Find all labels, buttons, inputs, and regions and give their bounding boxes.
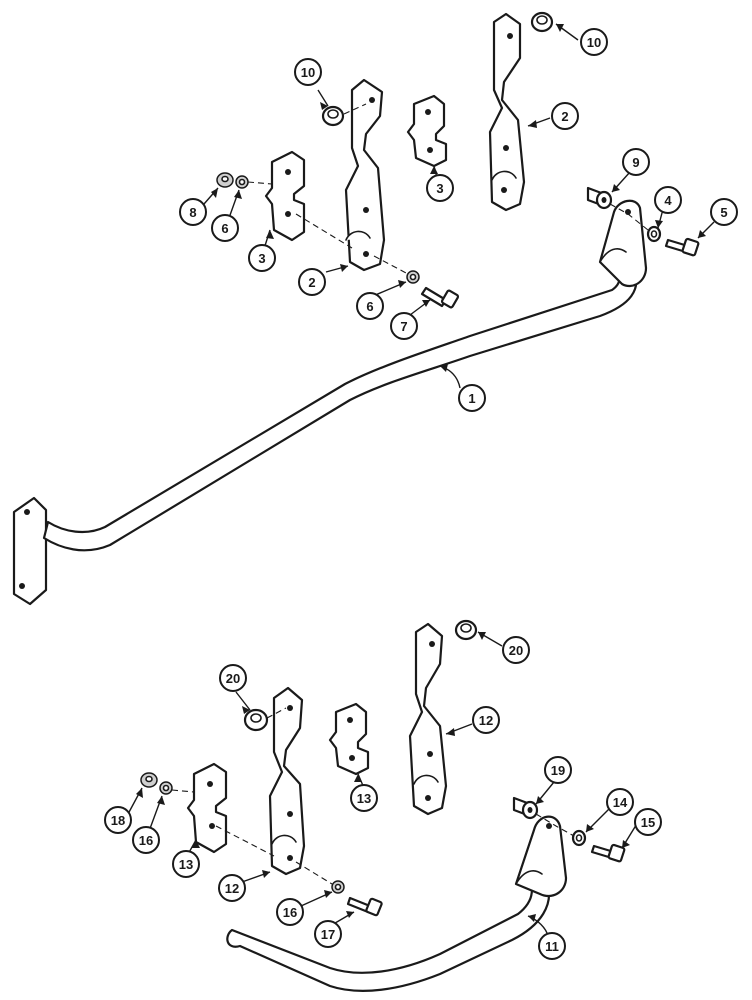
callout-13-left: 13 xyxy=(172,850,200,878)
alignment-line-upper-a xyxy=(247,181,273,185)
callout-16-lower: 16 xyxy=(276,898,304,926)
callout-15: 15 xyxy=(634,808,662,836)
bracket-part-2-left xyxy=(344,78,386,272)
callout-18: 18 xyxy=(104,806,132,834)
callout-20-left: 20 xyxy=(219,664,247,692)
callout-2-upper-right: 2 xyxy=(551,102,579,130)
svg-text:8: 8 xyxy=(189,205,196,220)
svg-text:18: 18 xyxy=(111,813,125,828)
washer-part-16-upper xyxy=(159,781,173,795)
alignment-line-upper-d xyxy=(343,103,367,115)
bolt-part-15 xyxy=(590,843,626,863)
svg-text:3: 3 xyxy=(436,181,443,196)
spacer-part-10-left xyxy=(321,105,345,127)
alignment-line-lower-c xyxy=(295,861,333,885)
callout-20-right: 20 xyxy=(502,636,530,664)
svg-text:5: 5 xyxy=(720,205,727,220)
callout-7: 7 xyxy=(390,312,418,340)
svg-text:19: 19 xyxy=(551,763,565,778)
nut-part-8 xyxy=(216,172,234,188)
callout-10-right: 10 xyxy=(580,28,608,56)
callout-19: 19 xyxy=(544,756,572,784)
svg-text:7: 7 xyxy=(400,319,407,334)
callout-14: 14 xyxy=(606,788,634,816)
washer-part-16-lower xyxy=(331,880,345,894)
callout-6-lower: 6 xyxy=(356,292,384,320)
svg-text:3: 3 xyxy=(258,251,265,266)
callout-3-upper-right: 3 xyxy=(426,174,454,202)
bushing-part-19 xyxy=(512,796,539,820)
spacer-part-20-right xyxy=(454,619,478,641)
svg-text:11: 11 xyxy=(545,939,559,954)
bolt-part-17 xyxy=(346,896,383,917)
svg-text:16: 16 xyxy=(283,905,297,920)
svg-text:2: 2 xyxy=(308,275,315,290)
washer-part-6-lower xyxy=(406,270,420,284)
callout-3-upper-left: 3 xyxy=(248,244,276,272)
svg-text:12: 12 xyxy=(225,881,239,896)
callout-10-left: 10 xyxy=(294,58,322,86)
svg-text:13: 13 xyxy=(179,857,193,872)
clamp-part-13-left xyxy=(186,762,228,854)
lockwasher-part-14 xyxy=(571,829,587,847)
svg-text:12: 12 xyxy=(479,713,493,728)
bracket-part-12-right xyxy=(408,622,448,816)
callout-9: 9 xyxy=(622,148,650,176)
svg-text:15: 15 xyxy=(641,815,655,830)
leader-arrowheads xyxy=(136,24,706,922)
rail-part-1 xyxy=(12,199,648,606)
bolt-part-5 xyxy=(664,237,700,257)
svg-text:2: 2 xyxy=(561,109,568,124)
svg-text:10: 10 xyxy=(301,65,315,80)
svg-text:20: 20 xyxy=(509,643,523,658)
svg-text:1: 1 xyxy=(468,391,475,406)
callout-12-left: 12 xyxy=(218,874,246,902)
svg-text:6: 6 xyxy=(366,299,373,314)
callout-11: 11 xyxy=(538,932,566,960)
callout-5: 5 xyxy=(710,198,738,226)
alignment-line-upper-b xyxy=(295,213,353,249)
svg-text:16: 16 xyxy=(139,833,153,848)
alignment-line-lower-a xyxy=(171,789,195,793)
bracket-part-12-left xyxy=(268,686,306,876)
svg-text:4: 4 xyxy=(664,193,672,208)
svg-text:9: 9 xyxy=(632,155,639,170)
rail-part-11 xyxy=(226,815,568,992)
svg-text:10: 10 xyxy=(587,35,601,50)
washer-part-6-upper xyxy=(235,175,249,189)
callout-8: 8 xyxy=(179,198,207,226)
clamp-part-3-left xyxy=(264,150,306,242)
alignment-line-lower-b xyxy=(215,825,275,857)
lockwasher-part-4 xyxy=(646,225,662,243)
clamp-part-13-right xyxy=(328,702,370,776)
callout-17: 17 xyxy=(314,920,342,948)
callout-4: 4 xyxy=(654,186,682,214)
bracket-part-2-right xyxy=(488,12,526,212)
alignment-line-upper-e xyxy=(609,203,649,231)
alignment-line-lower-d xyxy=(266,707,287,719)
callout-2-upper-left: 2 xyxy=(298,268,326,296)
callout-6-upper: 6 xyxy=(211,214,239,242)
svg-text:6: 6 xyxy=(221,221,228,236)
svg-text:13: 13 xyxy=(357,791,371,806)
nut-part-18 xyxy=(140,772,158,788)
svg-text:14: 14 xyxy=(613,795,628,810)
alignment-line-lower-e xyxy=(535,813,575,837)
clamp-part-3-right xyxy=(406,94,448,168)
alignment-line-upper-c xyxy=(373,255,409,275)
svg-text:20: 20 xyxy=(226,671,240,686)
callout-16-upper: 16 xyxy=(132,826,160,854)
spacer-part-20-left xyxy=(243,708,269,732)
svg-text:17: 17 xyxy=(321,927,335,942)
callout-13-right: 13 xyxy=(350,784,378,812)
callout-12-right: 12 xyxy=(472,706,500,734)
spacer-part-10-right xyxy=(530,11,554,33)
callout-1: 1 xyxy=(458,384,486,412)
bushing-part-9 xyxy=(586,186,613,210)
bolt-part-7 xyxy=(420,286,460,309)
